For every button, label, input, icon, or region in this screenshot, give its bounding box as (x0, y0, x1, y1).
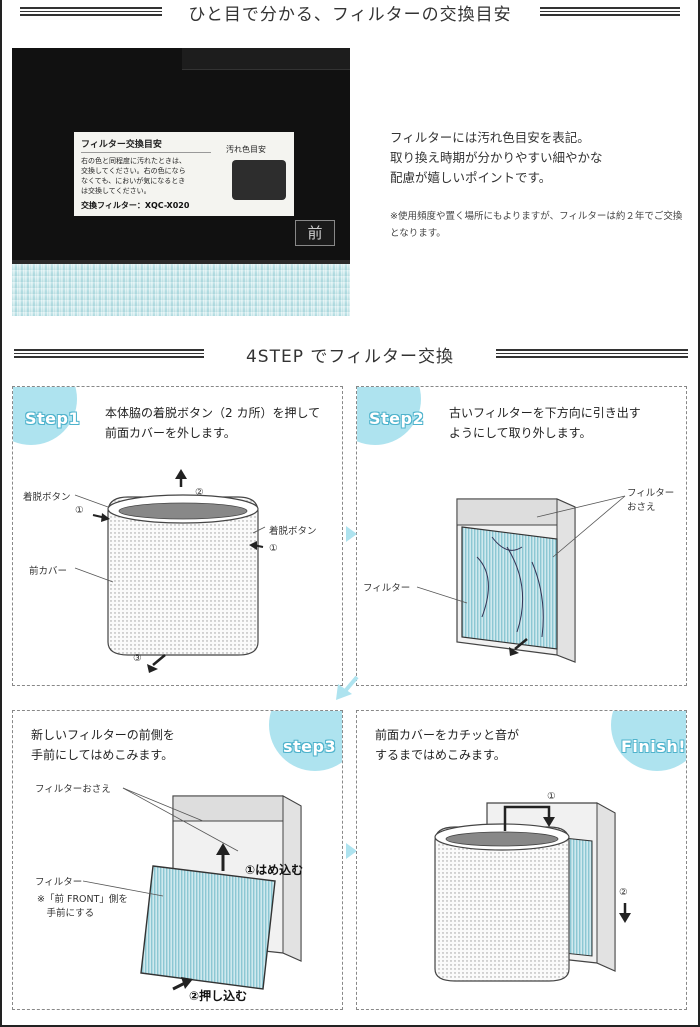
filter-photo: フィルター交換目安 右の色と同程度に汚れたときは、 交換してください。右の色にな… (12, 48, 350, 316)
intro-line-2: 取り換え時期が分かりやすい細やかな (390, 150, 603, 165)
step2-description: 古いフィルターを下方向に引き出す ようにして取り外します。 (449, 406, 641, 440)
section-heading-replacement-guide: ひと目で分かる、フィルターの交換目安 (0, 0, 700, 25)
callout-release-button-left: 着脱ボタン (23, 492, 71, 503)
section-title: 4STEP でフィルター交換 (231, 341, 469, 367)
finish-description: 前面カバーをカチッと音が するまではめこみます。 (375, 728, 520, 762)
connector-arrow-1-2 (346, 526, 357, 542)
front-mark: 前 (295, 220, 335, 246)
callout-num1-right: ① (269, 543, 278, 554)
callout-front-cover: 前カバー (29, 566, 68, 577)
callout-filter: フィルター (35, 877, 83, 888)
label-text: 右の色と同程度に汚れたときは、 交換してください。右の色になら なくても、におい… (81, 157, 186, 195)
callout-num2: ② (195, 487, 204, 498)
section-heading-4step: 4STEP でフィルター交換 (0, 341, 700, 367)
step3-badge-label: step3 (283, 737, 337, 756)
heading-rule-right (540, 7, 680, 16)
callout-num1-left: ① (75, 505, 84, 516)
filter-fibers (12, 264, 350, 316)
heading-rule-left (14, 349, 204, 358)
callout-filter-holder: フィルターおさえ (35, 784, 111, 795)
finish-panel: Finish! 前面カバーをカチッと音が するまではめこみます。 ① ② (356, 710, 687, 1010)
step1-description: 本体脇の着脱ボタン（2 カ所）を押して 前面カバーを外します。 (105, 406, 321, 440)
connector-arrow-3-4 (346, 843, 357, 859)
callout-num3: ③ (133, 653, 142, 664)
intro-line-1: フィルターには汚れ色目安を表記。 (390, 130, 590, 145)
step1-panel: Step1 本体脇の着脱ボタン（2 カ所）を押して 前面カバーを外します。 着脱… (12, 386, 343, 686)
callout-num2: ② (619, 887, 628, 898)
label-filter-code: 交換フィルター：XQC-X020 (81, 201, 190, 210)
dirt-color-swatch (232, 160, 286, 200)
finish-badge-label: Finish! (621, 737, 686, 756)
step2-illustration (416, 495, 626, 663)
callout-push: ②押し込む (189, 989, 248, 1003)
step3-description: 新しいフィルターの前側を 手前にしてはめこみます。 (31, 728, 175, 762)
callout-insert: ①はめ込む (245, 863, 304, 877)
step2-badge-label: Step2 (369, 409, 425, 428)
intro-line-3: 配慮が嬉しいポイントです。 (390, 170, 552, 185)
dirt-swatch-title: 汚れ色目安 (226, 145, 266, 154)
step2-panel: Step2 古いフィルターを下方向に引き出す ようにして取り外します。 フィルタ… (356, 386, 687, 686)
section-title: ひと目で分かる、フィルターの交換目安 (174, 0, 526, 25)
callout-num1: ① (547, 791, 556, 802)
callout-filter-holder: フィルター おさえ (627, 488, 675, 513)
photo-top-bar (182, 48, 350, 70)
step1-illustration (74, 469, 266, 673)
replacement-label-card: フィルター交換目安 右の色と同程度に汚れたときは、 交換してください。右の色にな… (74, 132, 294, 216)
intro-note: ※使用頻度や置く場所にもよりますが、フィルターは約２年でご交換となります。 (390, 211, 683, 239)
heading-rule-right (496, 349, 688, 358)
callout-front-note: ※「前 FRONT」側を 手前にする (37, 894, 128, 919)
intro-text: フィルターには汚れ色目安を表記。 取り換え時期が分かりやすい細やかな 配慮が嬉し… (390, 128, 680, 188)
heading-rule-left (20, 7, 162, 16)
step3-illustration (82, 787, 302, 991)
callout-release-button-right: 着脱ボタン (269, 526, 317, 537)
step3-panel: step3 新しいフィルターの前側を 手前にしてはめこみます。 フィルターおさえ… (12, 710, 343, 1010)
finish-illustration (434, 802, 631, 982)
photo-frame-edge (12, 260, 350, 266)
callout-filter: フィルター (363, 583, 411, 594)
step1-badge-label: Step1 (25, 409, 81, 428)
label-title: フィルター交換目安 (81, 137, 211, 153)
